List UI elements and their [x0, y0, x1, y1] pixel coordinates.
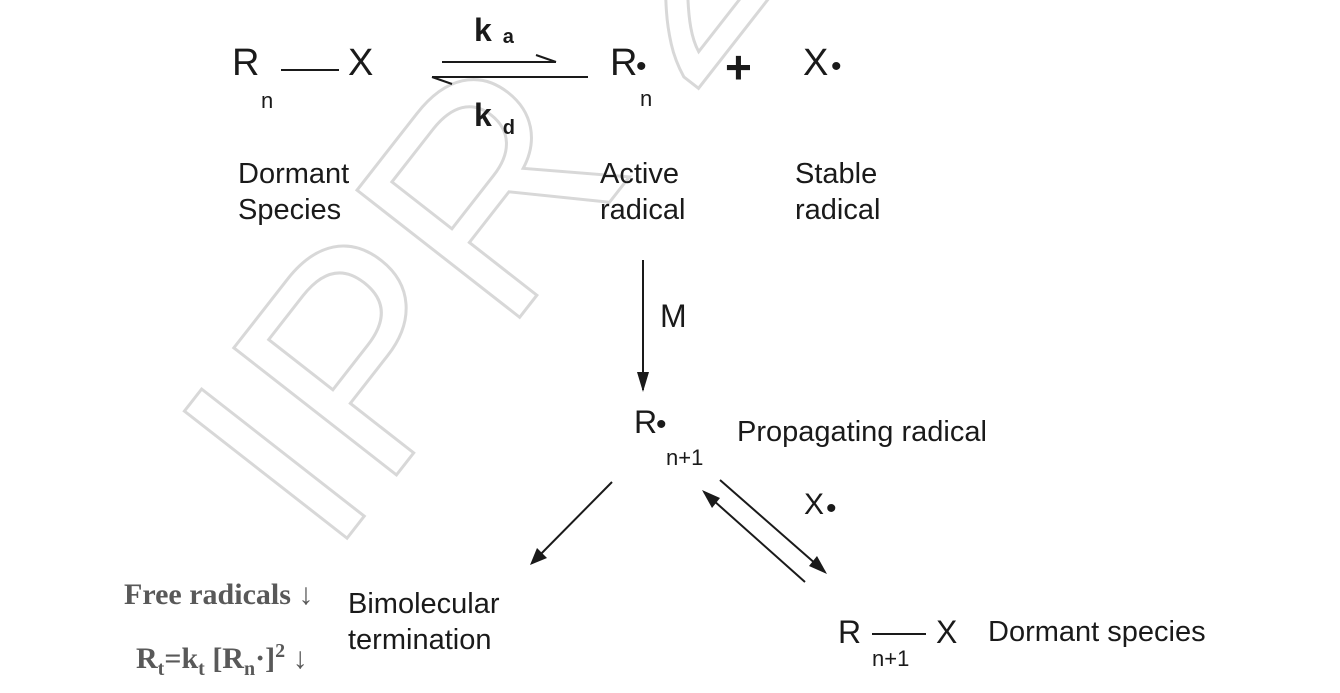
active-radical-dot: • [636, 50, 647, 83]
rate-k: k [181, 642, 199, 675]
stable-label-line1: Stable [795, 158, 878, 190]
ka-subscript: a [502, 26, 514, 48]
rate-equals: = [164, 642, 182, 675]
free-radicals-note: Free radicals ↓ [124, 578, 314, 611]
dormant-species-label: Dormant Species [238, 156, 349, 228]
rate-R: R [136, 642, 158, 675]
rate-down-arrow: ↓ [285, 642, 308, 675]
termination-arrow [531, 481, 613, 564]
dormant-label-line1: Dormant [238, 158, 350, 190]
dormant-R: R [232, 42, 260, 84]
activation-arrow-head [702, 490, 720, 508]
stable-label-line2: radical [795, 194, 881, 226]
active-label-line2: radical [600, 194, 686, 226]
capping-radical-dot: • [826, 492, 837, 525]
rate-R-subscript: t [157, 658, 165, 680]
dormant-species-label-2: Dormant species [988, 616, 1206, 648]
rate-bracket-open: [R [204, 642, 244, 675]
reverse-arrow-head [431, 76, 453, 85]
deactivation-arrow [719, 479, 826, 573]
propagating-radical-dot: • [656, 408, 667, 441]
rate-k-subscript: t [198, 658, 205, 680]
plus-sign: + [725, 41, 752, 93]
dormant-label-line2: Species [238, 194, 342, 226]
dormant2-subscript: n+1 [872, 646, 910, 671]
dormant-X: X [348, 42, 374, 84]
active-label-line1: Active [600, 158, 679, 190]
dormant2-R: R [838, 614, 862, 650]
deactivation-arrow-head [809, 556, 827, 574]
termination-label: Bimolecular termination [348, 586, 500, 658]
termination-label-line1: Bimolecular [348, 588, 500, 620]
dormant2-X: X [936, 614, 958, 650]
propagation-arrow-head [637, 372, 649, 392]
propagating-R: R [634, 404, 658, 440]
kd-subscript: d [502, 117, 515, 139]
rate-constant-ka: k a [474, 12, 514, 49]
termination-label-line2: termination [348, 624, 492, 656]
rate-n-subscript: n [243, 658, 256, 680]
termination-rate-equation: Rt=kt [Rn·]2 ↓ [136, 640, 308, 681]
active-subscript: n [640, 86, 653, 111]
stable-X: X [803, 42, 829, 84]
rate-exponent: 2 [275, 640, 286, 662]
propagating-subscript: n+1 [666, 445, 704, 470]
rate-constant-kd: k d [474, 97, 515, 139]
rate-bracket-close: ·] [255, 642, 276, 675]
active-radical-label: Active radical [600, 156, 685, 228]
termination-arrow-head [530, 548, 547, 565]
stable-radical-label: Stable radical [795, 156, 880, 228]
propagating-radical-label: Propagating radical [737, 416, 987, 448]
forward-arrow-head [535, 54, 557, 63]
dormant-subscript: n [261, 88, 274, 113]
stable-radical-dot: • [831, 50, 842, 83]
ka-k: k [474, 12, 492, 48]
monomer-label: M [660, 298, 687, 334]
active-R: R [610, 42, 638, 84]
kd-k: k [474, 97, 492, 133]
activation-arrow [703, 491, 806, 583]
dormant-formula: R [232, 42, 259, 85]
capping-X: X [804, 488, 825, 521]
